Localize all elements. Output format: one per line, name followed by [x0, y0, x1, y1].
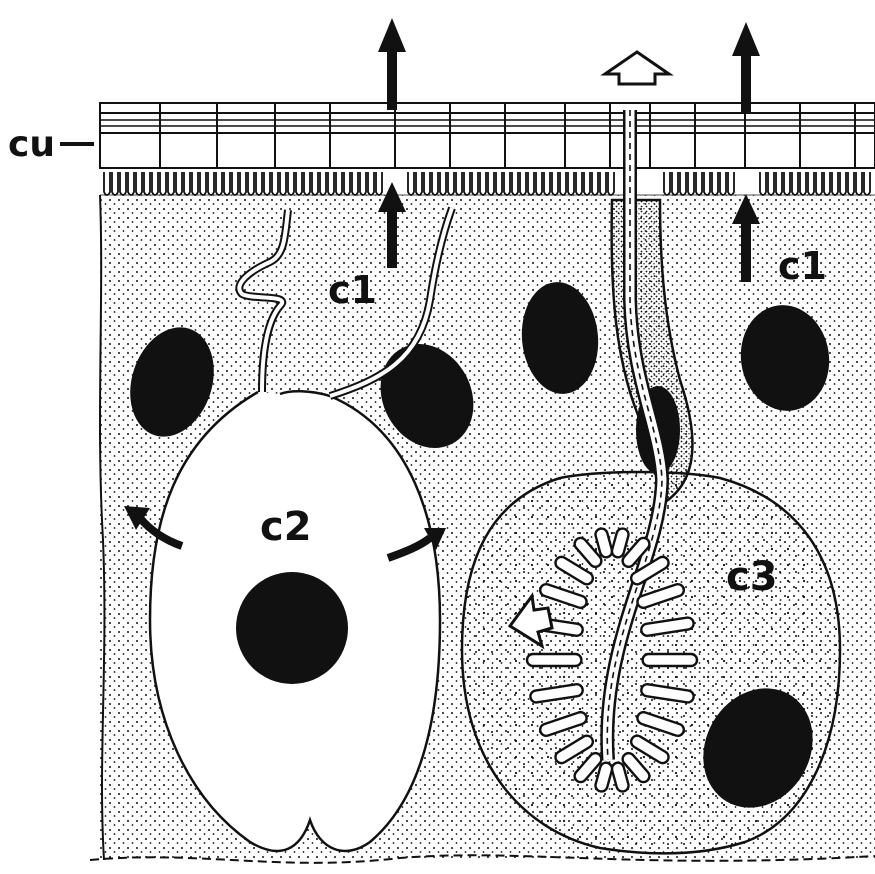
microvilli [104, 172, 870, 195]
label-c1-right: c1 [778, 244, 827, 288]
reservoir-lobe [527, 654, 581, 666]
nucleus-c2 [236, 572, 348, 684]
label-c3: c3 [726, 554, 778, 600]
microvilli-border [100, 172, 875, 195]
label-c1-left: c1 [328, 268, 377, 312]
label-c2: c2 [260, 504, 312, 550]
reservoir-lobe [643, 654, 697, 666]
arrow-up-cuticle-right [732, 22, 760, 112]
arrow-open-duct-exit [605, 52, 669, 84]
arrow-up-cuticle-left [378, 18, 406, 110]
label-cu: cu [8, 124, 55, 165]
cuticle [100, 103, 875, 168]
